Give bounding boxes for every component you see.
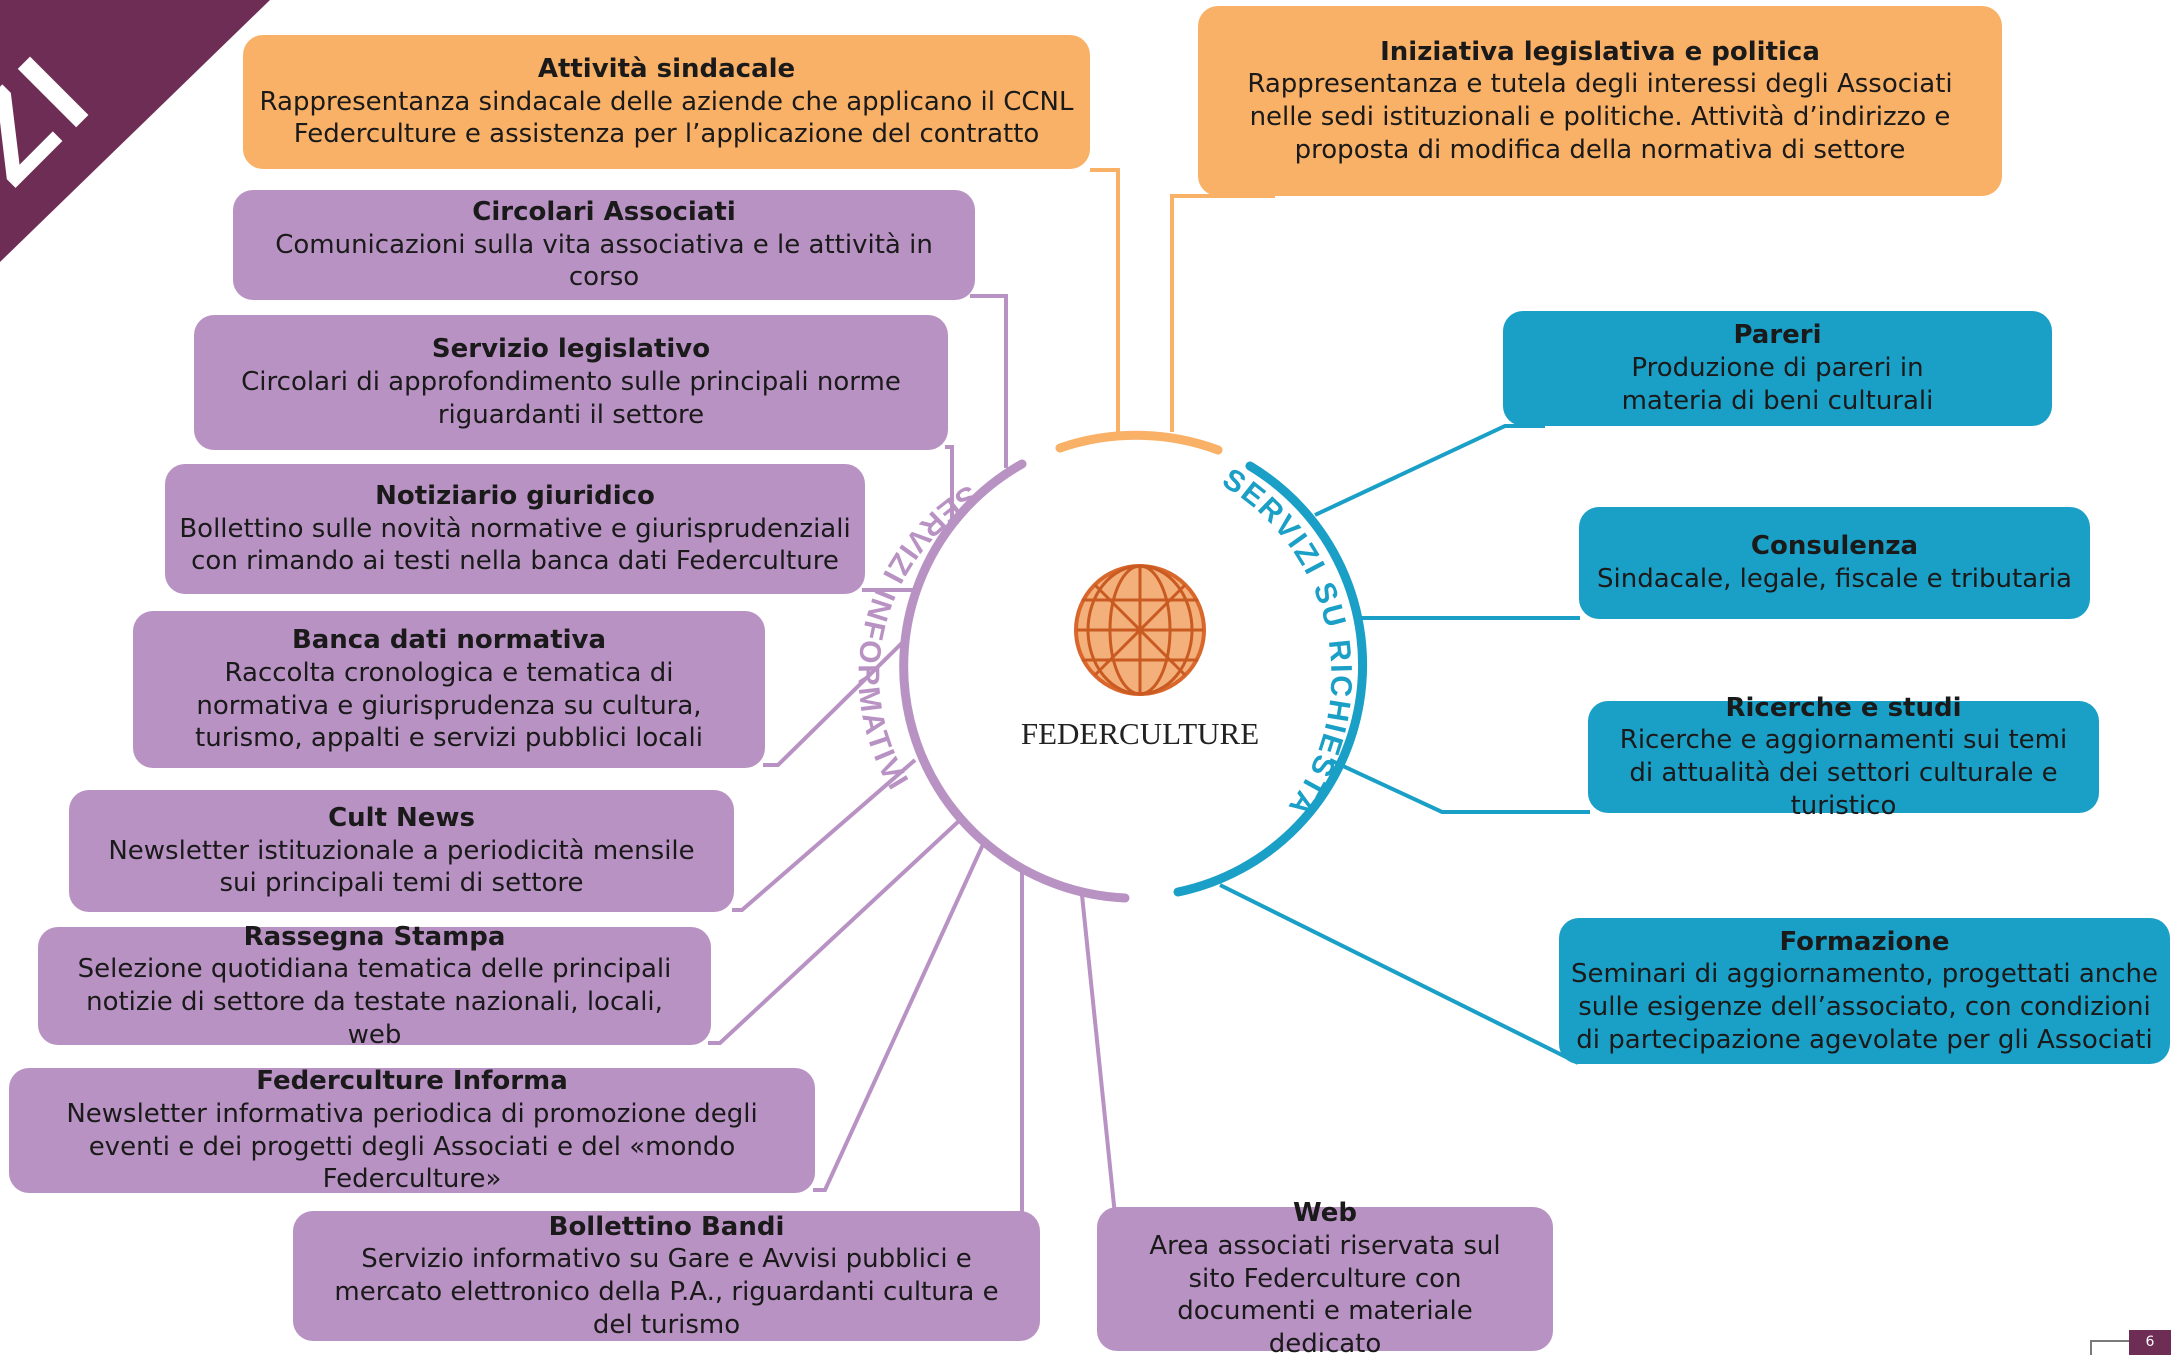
page-number-bracket [2090,1340,2129,1355]
connector-banca-dati [763,638,907,767]
box-title: Cult News [328,802,475,833]
box-notiziario-giuridico: Notiziario giuridico Bollettino sulle no… [165,464,865,594]
corner-banner: ZI [0,0,280,262]
box-title: Circolari Associati [472,196,736,227]
box-description: Bollettino sulle novità normative e giur… [179,513,851,577]
box-web: Web Area associati riservata sul sito Fe… [1097,1198,1553,1359]
box-consulenza: Consulenza Sindacale, legale, fiscale e … [1579,507,2090,619]
box-title: Consulenza [1750,531,1919,562]
box-title: Banca dati normativa [291,625,607,655]
box-circolari-associati: Circolari Associati Comunicazioni sulla … [233,190,975,300]
box-attivita-sindacale: Attività sindacale Rappresentanza sindac… [243,35,1090,169]
box-title: Federculture Informa [256,1066,568,1096]
box-title: Servizio legislativo [431,334,711,365]
box-bollettino-bandi: Bollettino Bandi Servizio informativo su… [293,1211,1040,1341]
box-formazione: Formazione Seminari di aggiornamento, pr… [1559,918,2170,1064]
box-description: Rappresentanza e tutela degli interessi … [1247,69,1953,165]
connector-circolari [970,294,1008,468]
box-title: Attività sindacale [537,53,796,84]
connector-pareri [1314,424,1545,517]
connector-formazione [1219,883,1579,1065]
federculture-logo-icon [1074,564,1206,696]
box-description: Sindacale, legale, fiscale e tributaria [1597,564,2072,594]
connector-rassegna [708,818,962,1045]
box-title: Rassegna Stampa [243,921,506,952]
box-description: Seminari di aggiornamento, progettati an… [1571,959,2158,1055]
arc-right-label: SERVIZI SU RICHIESTA [1217,462,1358,823]
box-federculture-informa: Federculture Informa Newsletter informat… [9,1066,815,1195]
page-number: 6 [2129,1330,2171,1355]
box-title: Ricerche e studi [1725,692,1962,723]
box-iniziativa-legislativa: Iniziativa legislativa e politica Rappre… [1198,6,2002,196]
box-description: Newsletter informativa periodica di prom… [66,1098,758,1195]
box-description: Produzione di pareri in materia di beni … [1621,353,1934,416]
connector-attivita-sindacale [1090,168,1120,432]
connector-servizio-legislativo [945,445,954,522]
box-description: Selezione quotidiana tematica delle prin… [77,954,672,1050]
box-ricerche-studi: Ricerche e studi Ricerche e aggiornament… [1588,693,2099,821]
logo-name: FEDERCULTURE [1021,716,1259,751]
connector-ricerche [1329,758,1590,814]
box-description: Rappresentanza sindacale delle aziende c… [259,86,1074,150]
box-description: Area associati riservata sul sito Federc… [1149,1230,1501,1360]
box-rassegna-stampa: Rassegna Stampa Selezione quotidiana tem… [38,922,711,1050]
connector-web [1080,894,1117,1216]
connector-iniziativa [1170,194,1275,432]
box-banca-dati-normativa: Banca dati normativa Raccolta cronologic… [133,611,765,768]
box-cult-news: Cult News Newsletter istituzionale a per… [69,790,734,912]
box-description: Raccolta cronologica e tematica di norma… [195,657,703,754]
box-title: Iniziativa legislativa e politica [1380,36,1820,67]
box-title: Formazione [1779,926,1950,957]
box-pareri: Pareri Produzione di pareri in materia d… [1503,311,2052,426]
box-title: Web [1293,1198,1357,1229]
arc-top [1055,430,1223,455]
box-title: Notiziario giuridico [375,480,655,511]
arc-left [899,459,1130,903]
box-description: Ricerche e aggiornamenti sui temi di att… [1619,725,2068,821]
box-servizio-legislativo: Servizio legislativo Circolari di approf… [194,315,948,450]
box-description: Comunicazioni sulla vita associativa e l… [275,229,933,293]
connector-federculture-informa [813,839,987,1192]
box-description: Servizio informativo su Gare e Avvisi pu… [334,1244,999,1340]
box-description: Newsletter istituzionale a periodicità m… [108,835,695,899]
box-description: Circolari di approfondimento sulle princ… [241,367,901,430]
box-title: Pareri [1733,320,1822,351]
arc-right [1173,461,1368,897]
corner-triangle [0,0,270,262]
connector-cult-news [732,758,917,912]
box-title: Bollettino Bandi [548,1211,785,1242]
